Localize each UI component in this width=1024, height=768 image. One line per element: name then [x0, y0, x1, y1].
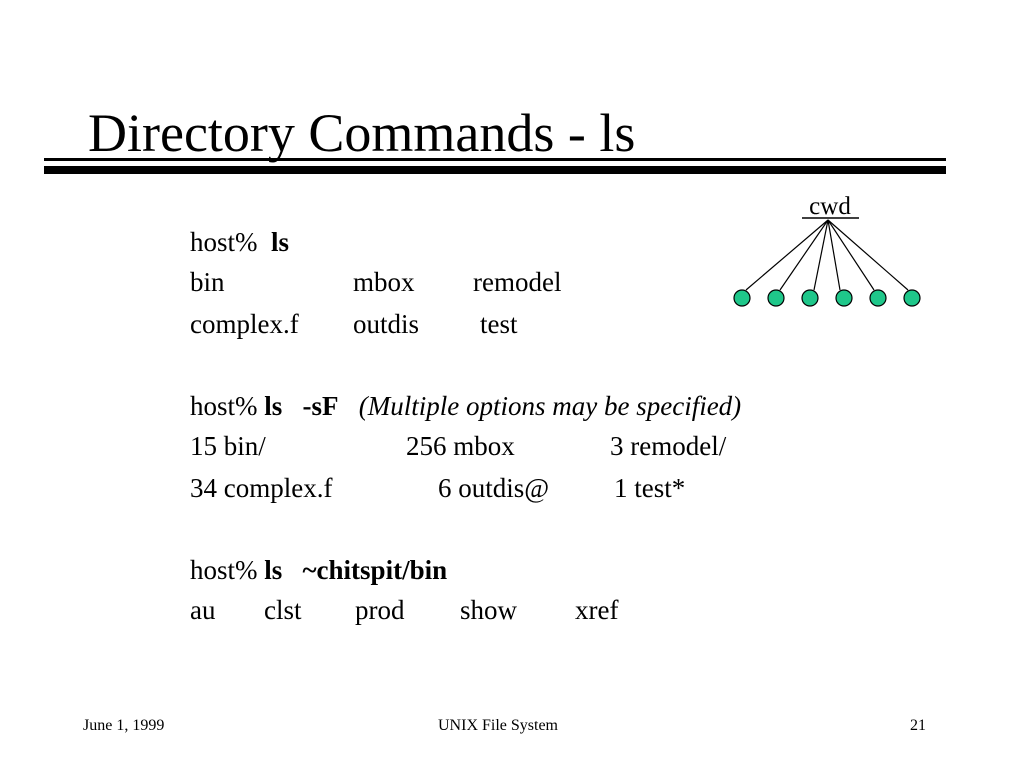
tree-node: [767, 289, 785, 307]
tree-branches: [745, 219, 909, 291]
block2-note: (Multiple options may be specified): [358, 391, 742, 421]
block1-command: ls: [271, 227, 290, 257]
cwd-tree-diagram: cwd: [733, 193, 921, 307]
tree-node: [869, 289, 887, 307]
block3-item-prod: prod: [355, 595, 405, 625]
tree-branch: [827, 219, 841, 291]
block3-prompt: host%: [190, 555, 258, 585]
tree-branch: [779, 219, 829, 291]
block2-r1-c1: 15 bin/: [190, 431, 266, 461]
block2-r2-c3: 1 test*: [614, 473, 686, 503]
block1-r2-c2: outdis: [353, 309, 420, 339]
slide-title: Directory Commands - ls: [88, 103, 636, 163]
title-rule-thin: [44, 158, 946, 161]
block3-item-au: au: [190, 595, 216, 625]
block2-prompt: host%: [190, 391, 258, 421]
block2-r2-c1: 34 complex.f: [190, 473, 333, 503]
block3-item-show: show: [460, 595, 518, 625]
footer-title: UNIX File System: [438, 717, 558, 734]
tree-node: [903, 289, 921, 307]
block3-command: ls: [264, 555, 283, 585]
block2-command: ls: [264, 391, 283, 421]
cwd-label: cwd: [809, 193, 851, 220]
tree-branch: [827, 219, 909, 291]
block1-r2-c1: complex.f: [190, 309, 299, 339]
block2-command-line: host% ls -sF (Multiple options may be sp…: [190, 390, 741, 422]
block3-path: ~chitspit/bin: [302, 555, 448, 585]
block3-item-xref: xref: [575, 595, 619, 625]
tree-branch: [813, 219, 829, 291]
title-rule-thick: [44, 166, 946, 174]
block2-r1-c3: 3 remodel/: [610, 431, 727, 461]
tree-node: [801, 289, 819, 307]
block1-prompt: host%: [190, 227, 258, 257]
block2-option: -sF: [302, 391, 339, 421]
tree-branch: [827, 219, 875, 291]
tree-node: [835, 289, 853, 307]
block3-item-clst: clst: [264, 595, 302, 625]
block2-r2-c2: 6 outdis@: [438, 473, 550, 503]
footer-date: June 1, 1999: [83, 717, 165, 734]
footer-page-number: 21: [910, 717, 926, 734]
block1-r1-c3: remodel: [473, 267, 562, 297]
block3-command-line: host% ls ~chitspit/bin: [190, 554, 447, 586]
block1-r1-c2: mbox: [353, 267, 415, 297]
block1-r2-c3: test: [480, 309, 518, 339]
tree-branch: [745, 219, 829, 291]
block2-r1-c2: 256 mbox: [406, 431, 515, 461]
block1-r1-c1: bin: [190, 267, 225, 297]
block1-command-line: host% ls: [190, 226, 289, 258]
tree-node: [733, 289, 751, 307]
tree-nodes: [733, 289, 921, 307]
